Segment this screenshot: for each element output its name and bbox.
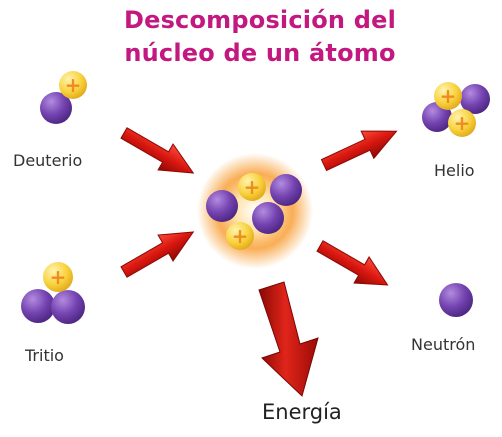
tritio-nucleus: + (21, 262, 85, 324)
title-line-2: núcleo de un átomo (124, 39, 396, 67)
label-neutron: Neutrón (411, 335, 476, 354)
deuterio-nucleus: + (40, 71, 87, 124)
plus-sign: + (232, 224, 249, 248)
neutron-particle (270, 174, 302, 206)
diagram-title: Descomposición del núcleo de un átomo (60, 4, 460, 70)
arrow-tritio-to-center (120, 231, 195, 278)
neutron-particle (206, 190, 238, 222)
free-neutron (439, 283, 473, 317)
proton-particle: + (448, 109, 476, 137)
arrow-energy (258, 281, 319, 397)
plus-sign: + (244, 175, 261, 199)
title-line-1: Descomposición del (123, 6, 397, 34)
label-tritio: Tritio (25, 346, 64, 365)
neutron-particle (51, 290, 85, 324)
neutron-particle (252, 202, 284, 234)
neutron-particle (21, 289, 55, 323)
neutron-particle (40, 92, 72, 124)
helio-nucleus: + + (422, 82, 490, 137)
proton-particle: + (238, 173, 266, 201)
plus-sign: + (65, 73, 82, 97)
label-deuterio: Deuterio (13, 151, 83, 170)
fused-nucleus: + + (206, 173, 302, 250)
plus-sign: + (440, 84, 457, 108)
arrow-center-to-neutron (316, 240, 389, 286)
plus-sign: + (454, 111, 471, 135)
arrow-center-to-helio (320, 130, 398, 172)
neutron-particle (460, 84, 490, 114)
label-energia: Energía (262, 400, 342, 424)
proton-particle: + (59, 71, 87, 99)
arrow-deuterio-to-center (120, 127, 195, 174)
proton-particle: + (43, 262, 73, 292)
plus-sign: + (50, 265, 67, 289)
proton-particle: + (226, 222, 254, 250)
proton-particle: + (434, 82, 462, 110)
label-helio: Helio (434, 161, 475, 180)
